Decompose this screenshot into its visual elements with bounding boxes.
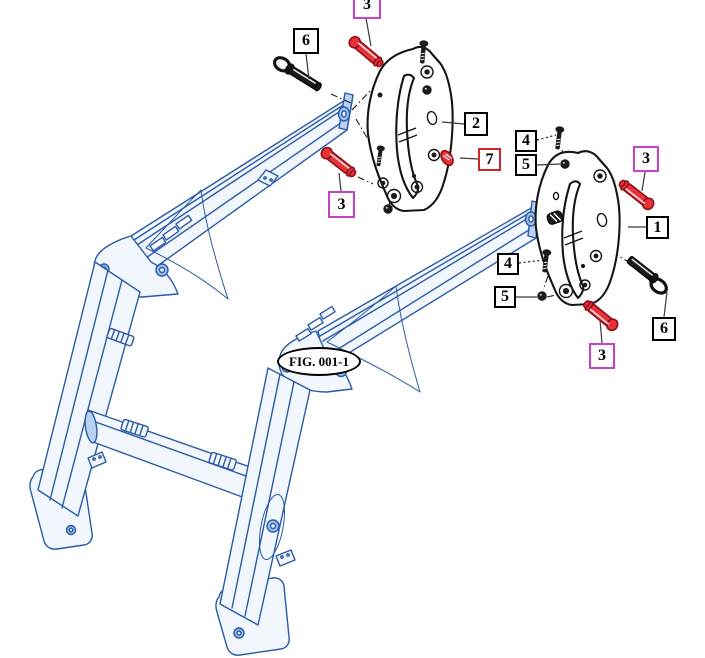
red-pin-top bbox=[346, 33, 387, 71]
callout-7: 7 bbox=[478, 148, 501, 171]
figure-label: FIG. 001-1 bbox=[277, 347, 361, 376]
callout-5-lower: 5 bbox=[494, 286, 516, 308]
callout-3-top: 3 bbox=[353, 0, 381, 19]
callout-3-bottomright: 3 bbox=[589, 343, 615, 369]
callout-6-topleft: 6 bbox=[293, 28, 319, 54]
grommet-part-7 bbox=[440, 149, 454, 167]
rubber-stop bbox=[546, 210, 564, 225]
right-arm bbox=[215, 200, 541, 656]
clevis-pin-right bbox=[626, 256, 668, 295]
bracket-part-1 bbox=[534, 125, 621, 307]
callout-leaders bbox=[305, 17, 668, 344]
callout-4-upper: 4 bbox=[515, 130, 537, 152]
callout-5-upper: 5 bbox=[515, 154, 537, 176]
callout-3-right: 3 bbox=[633, 146, 659, 172]
callout-3-left: 3 bbox=[328, 191, 355, 218]
callout-4-lower: 4 bbox=[497, 253, 519, 275]
left-arm bbox=[29, 92, 354, 550]
loader-frame bbox=[29, 92, 541, 656]
figure-caption: FIG. 001-1 bbox=[289, 353, 349, 369]
clevis-pin-topleft bbox=[272, 56, 322, 92]
callout-6-right: 6 bbox=[652, 317, 676, 341]
callout-2: 2 bbox=[464, 112, 488, 136]
callout-1: 1 bbox=[646, 216, 669, 239]
bracket-part-2 bbox=[366, 40, 454, 214]
red-pin-right bbox=[616, 176, 657, 213]
